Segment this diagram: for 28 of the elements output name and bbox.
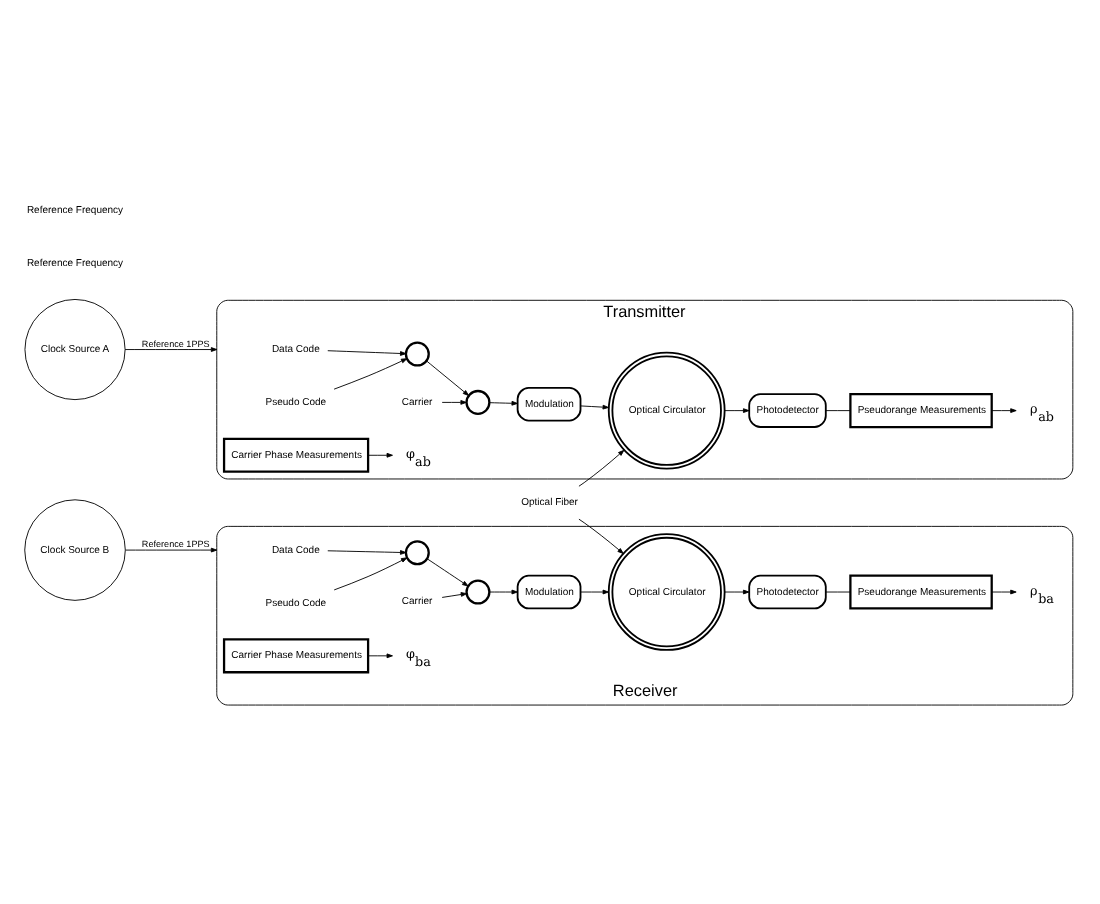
connector — [825, 590, 851, 592]
arrow — [333, 357, 408, 389]
node-circle — [465, 578, 491, 604]
node-circle — [465, 388, 491, 414]
arrow — [580, 403, 609, 409]
arrow — [488, 588, 518, 594]
arrow — [327, 349, 407, 355]
arrow — [724, 407, 750, 412]
arrow — [426, 557, 469, 586]
arrow — [125, 546, 218, 552]
arrow — [991, 407, 1017, 412]
arrow — [441, 591, 468, 597]
arrow — [488, 399, 518, 405]
arrow — [124, 346, 218, 351]
arrow — [327, 549, 407, 554]
arrow — [367, 451, 393, 457]
arrow — [367, 652, 393, 658]
arrow — [441, 399, 467, 404]
arrow — [991, 588, 1017, 594]
arrow — [426, 359, 470, 395]
arrow — [333, 556, 408, 590]
node-circle — [404, 539, 430, 565]
arrow — [578, 448, 625, 486]
connector — [825, 409, 851, 411]
node-circle — [404, 340, 430, 366]
arrow — [580, 588, 609, 594]
arrow — [578, 517, 624, 553]
arrow — [724, 588, 750, 594]
